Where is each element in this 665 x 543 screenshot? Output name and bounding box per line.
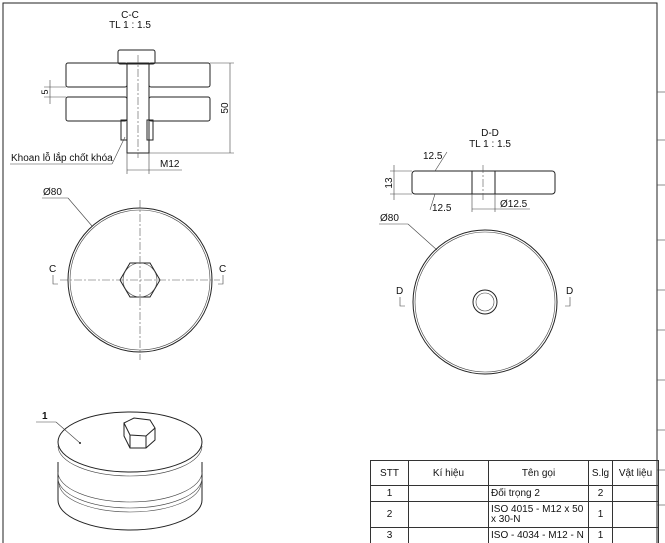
- section-dd-scale: TL 1 : 1.5: [469, 139, 511, 150]
- section-cc: C-C TL 1 : 1.5 50 5 M12 Khoan lỗ lắp chố…: [10, 10, 234, 174]
- drill-note: Khoan lỗ lắp chốt khóa: [11, 151, 113, 164]
- dim-height: 50: [220, 102, 231, 114]
- plate-upper-right: [148, 62, 211, 88]
- cell-stt: 3: [370, 527, 409, 543]
- top-view: Ø80 C C: [42, 187, 226, 360]
- title-block-edge: [657, 91, 665, 506]
- cell-material: [612, 501, 659, 528]
- cut-label-c-left: C: [49, 264, 56, 275]
- cell-material: [612, 485, 659, 502]
- dim-hole: Ø12.5: [500, 199, 528, 210]
- header-name: Tên gọi: [488, 460, 589, 486]
- part-balloon: 1: [42, 411, 48, 422]
- plate-upper-left: [65, 62, 128, 88]
- iso-bolt-head: [123, 417, 156, 437]
- cut-label-c-right: C: [219, 264, 226, 275]
- cell-name: Đối trọng 2: [488, 485, 589, 502]
- header-code: Kí hiệu: [408, 460, 489, 486]
- cell-code: [408, 527, 489, 543]
- dim-thickness: 13: [384, 177, 395, 189]
- header-qty: S.lg: [588, 460, 613, 486]
- bolt-head: [117, 49, 156, 65]
- parts-table: STT Kí hiệu Tên gọi S.lg Vật liệu 1 Đối …: [370, 460, 659, 543]
- dim-gap: 5: [40, 89, 50, 94]
- cell-qty: 2: [588, 485, 613, 502]
- top-view-dia: Ø80: [43, 187, 62, 198]
- iso-view: 1: [36, 411, 203, 531]
- cell-code: [408, 485, 489, 502]
- section-cc-title: C-C: [121, 10, 139, 21]
- cell-name: ISO 4015 - M12 x 50 x 30-N: [488, 501, 589, 528]
- table-row: 2 ISO 4015 - M12 x 50 x 30-N 1: [370, 501, 659, 528]
- cell-stt: 1: [370, 485, 409, 502]
- cell-code: [408, 501, 489, 528]
- section-dd: D-D TL 1 : 1.5 13 12.5 12.5 Ø12.5: [384, 128, 556, 214]
- dim-chamfer-top: 12.5: [423, 151, 443, 162]
- plate-lower-right: [148, 96, 211, 122]
- cell-material: [612, 527, 659, 543]
- header-material: Vật liệu: [612, 460, 659, 486]
- dd-view: Ø80 D D: [379, 213, 573, 375]
- cell-qty: 1: [588, 501, 613, 528]
- section-dd-title: D-D: [481, 128, 499, 139]
- cell-qty: 1: [588, 527, 613, 543]
- dim-chamfer-bottom: 12.5: [432, 203, 452, 214]
- header-stt: STT: [370, 460, 409, 486]
- section-cc-scale: TL 1 : 1.5: [109, 20, 151, 31]
- dd-view-dia: Ø80: [380, 213, 399, 224]
- center-hole: [471, 170, 496, 195]
- cut-label-d-left: D: [396, 286, 403, 297]
- cell-stt: 2: [370, 501, 409, 528]
- plate-lower-left: [65, 96, 128, 122]
- cell-name: ISO - 4034 - M12 - N: [488, 527, 589, 543]
- table-row: 1 Đối trọng 2 2: [370, 485, 659, 502]
- table-row: 3 ISO - 4034 - M12 - N 1: [370, 527, 659, 543]
- dim-thread: M12: [160, 159, 180, 170]
- cut-label-d-right: D: [566, 286, 573, 297]
